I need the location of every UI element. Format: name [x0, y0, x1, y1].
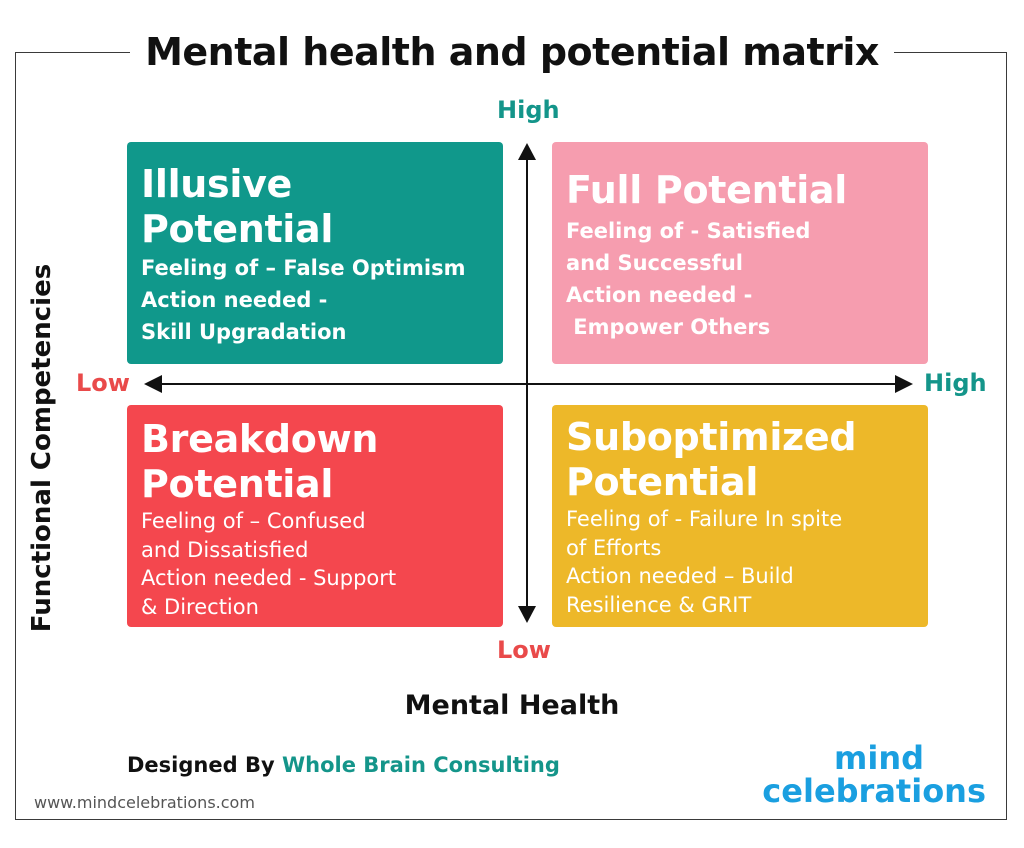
quadrant-text: Action needed - — [566, 283, 753, 307]
website-url: www.mindcelebrations.com — [34, 793, 255, 812]
quadrant-text: Action needed - — [141, 288, 328, 312]
horizontal-axis-arrow-right — [895, 375, 913, 393]
quadrant-text: Resilience & GRIT — [566, 592, 752, 617]
quadrant-text: Feeling of - Satisfied — [566, 219, 811, 243]
quadrant-text: & Direction — [141, 594, 259, 619]
quadrant-suboptimized-potential: Suboptimized Potential Feeling of - Fail… — [552, 405, 928, 627]
logo-line-1: mind — [834, 739, 924, 777]
y-axis-low-label: Low — [497, 636, 551, 664]
quadrant-illusive-potential: Illusive Potential Feeling of – False Op… — [127, 142, 503, 364]
designer-name: Whole Brain Consulting — [281, 753, 560, 777]
quadrant-text: Feeling of - Failure In spite — [566, 507, 843, 531]
designed-by-credit: Designed By Whole Brain Consulting — [127, 753, 560, 777]
quadrant-full-potential: Full Potential Feeling of - Satisfied an… — [552, 142, 928, 364]
quadrant-text: Action needed - Support — [141, 566, 397, 590]
designed-by-label: Designed By — [127, 753, 275, 777]
y-axis-title: Functional Competencies — [27, 263, 57, 633]
quadrant-text: and Successful — [566, 251, 743, 275]
quadrant-title: Full Potential — [566, 168, 848, 212]
x-axis-high-label: High — [924, 369, 987, 397]
page-title: Mental health and potential matrix — [130, 24, 894, 80]
logo-line-2: celebrations — [762, 772, 986, 810]
vertical-axis-arrow-down — [518, 606, 536, 623]
horizontal-axis-arrow-left — [144, 375, 162, 393]
quadrant-text: Feeling of – False Optimism — [141, 256, 466, 280]
x-axis-low-label: Low — [76, 369, 130, 397]
quadrant-title: Suboptimized Potential — [566, 415, 857, 504]
quadrant-text: Skill Upgradation — [141, 320, 347, 344]
quadrant-text: Action needed – Build — [566, 564, 794, 588]
x-axis-title: Mental Health — [404, 690, 620, 721]
quadrant-text: of Efforts — [566, 535, 662, 560]
quadrant-breakdown-potential: Breakdown Potential Feeling of – Confuse… — [127, 405, 503, 627]
mind-celebrations-logo: mind celebrations — [760, 742, 986, 808]
quadrant-text: Empower Others — [566, 315, 771, 339]
quadrant-title: Illusive Potential — [141, 162, 334, 251]
vertical-axis-arrow-up — [518, 143, 536, 160]
quadrant-text: and Dissatisfied — [141, 537, 309, 562]
quadrant-text: Feeling of – Confused — [141, 509, 366, 533]
y-axis-high-label: High — [497, 96, 560, 124]
quadrant-title: Breakdown Potential — [141, 417, 379, 506]
